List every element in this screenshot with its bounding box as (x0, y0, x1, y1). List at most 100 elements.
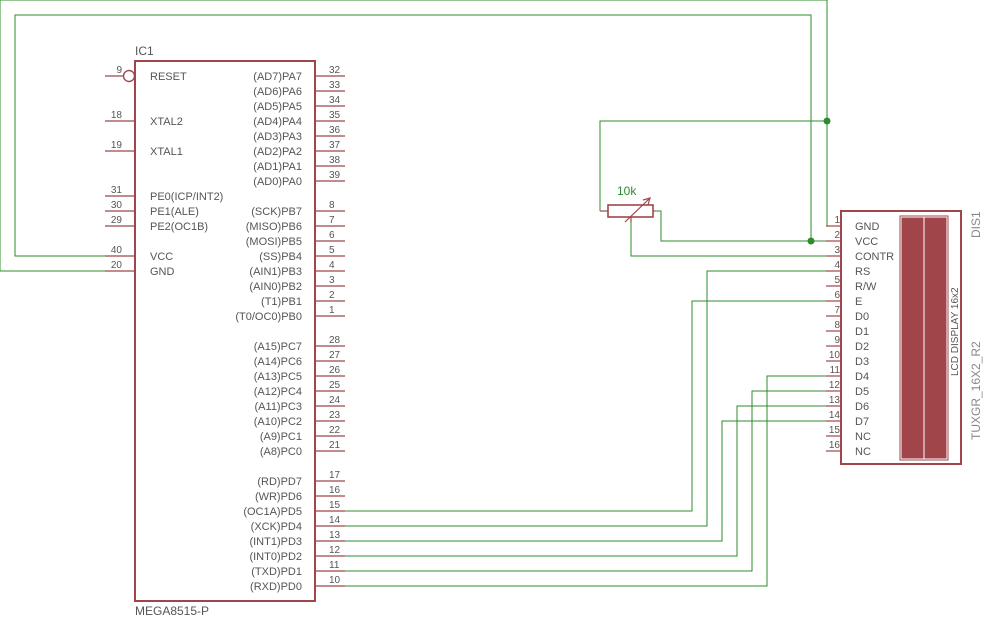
dis1-pin-number-4: 4 (834, 260, 840, 271)
dis1-pin-label-d1: D1 (855, 326, 869, 338)
pot-body (607, 204, 654, 218)
ic1-pin-label-a10-pc2: (A10)PC2 (254, 416, 302, 428)
ic1-pin-number-10: 10 (329, 575, 341, 586)
dis1-pin-label-contr: CONTR (855, 251, 894, 263)
ic1-pin-label-a9-pc1: (A9)PC1 (260, 431, 302, 443)
ic1-pin-number-31: 31 (111, 185, 123, 196)
ic1-pin-label-ain0-pb2: (AIN0)PB2 (249, 281, 302, 293)
ic1-pin-label-t0-oc0-pb0: (T0/OC0)PB0 (235, 311, 302, 323)
ic1-pin-number-9: 9 (116, 65, 122, 76)
dis1-pin-number-14: 14 (829, 410, 841, 421)
dis1-pin-number-2: 2 (834, 230, 840, 241)
dis1-pin-number-3: 3 (834, 245, 840, 256)
dis1-pin-label-e: E (855, 296, 862, 308)
dis1-pin-label-gnd: GND (855, 221, 880, 233)
ic1-pin-label-pe2-oc1b: PE2(OC1B) (150, 221, 208, 233)
dis1-value: TUXGR_16X2_R2 (969, 341, 983, 440)
lcd-bar-right (924, 217, 947, 459)
dis1-name: DIS1 (969, 211, 983, 238)
ic1-pin-label-ad4-pa4: (AD4)PA4 (253, 116, 302, 128)
ic1-right-pins: 32(AD7)PA733(AD6)PA634(AD5)PA535(AD4)PA4… (235, 65, 345, 593)
wire-gnd (0, 0, 828, 272)
lcd-bar-left (901, 217, 924, 459)
ic1-pin-label-ad6-pa6: (AD6)PA6 (253, 86, 302, 98)
ic1-pin-label-a11-pc3: (A11)PC3 (255, 401, 302, 413)
dis1-pin-label-d7: D7 (855, 416, 869, 428)
ic1-pin-number-37: 37 (329, 140, 341, 151)
ic1-pin-number-25: 25 (329, 380, 341, 391)
ic1-pin-number-18: 18 (111, 110, 123, 121)
ic1-pin-number-17: 17 (329, 470, 341, 481)
ic1-pin-number-2: 2 (329, 290, 335, 301)
ic1-pin-number-30: 30 (111, 200, 123, 211)
ic1-pin-label-txd-pd1: (TXD)PD1 (251, 566, 302, 578)
ic1-pin-number-27: 27 (329, 350, 341, 361)
dis1-pin-number-11: 11 (830, 365, 841, 376)
dis1-pin-label-nc: NC (855, 446, 871, 458)
ic1-pin-number-19: 19 (111, 140, 123, 151)
dis1-pin-label-d3: D3 (855, 356, 869, 368)
ic1-pin-label-a15-pc7: (A15)PC7 (254, 341, 302, 353)
ic1-pin-label-reset: RESET (150, 71, 187, 83)
dis1-pin-number-15: 15 (829, 425, 841, 436)
ic1-pin-label-ad7-pa7: (AD7)PA7 (253, 71, 302, 83)
ic1-pin-number-34: 34 (329, 95, 341, 106)
ic1-pin-number-24: 24 (329, 395, 341, 406)
dis1-pin-number-13: 13 (829, 395, 841, 406)
ic1-pin-label-ad0-pa0: (AD0)PA0 (253, 176, 302, 188)
ic1-pin-label-xck-pd4: (XCK)PD4 (251, 521, 302, 533)
ic1-pin-number-21: 21 (329, 440, 341, 451)
dis1-pin-label-d2: D2 (855, 341, 869, 353)
ic1-pin-number-32: 32 (329, 65, 341, 76)
ic1-pin-label-xtal1: XTAL1 (150, 146, 183, 158)
ic1-pin-label-a13-pc5: (A13)PC5 (254, 371, 302, 383)
ic1-name: IC1 (135, 44, 154, 58)
dis1-body (840, 210, 962, 465)
ic1-pin-label-sck-pb7: (SCK)PB7 (251, 206, 302, 218)
dis1-pin-number-8: 8 (834, 320, 840, 331)
wire-d4 (345, 375, 826, 587)
ic1-pin-label-rxd-pd0: (RXD)PD0 (250, 581, 302, 593)
ic1-pin-label-ad1-pa1: (AD1)PA1 (253, 161, 302, 173)
ic1-body (134, 60, 316, 602)
dis1-pin-label-d5: D5 (855, 386, 869, 398)
ic1-pin-number-35: 35 (329, 110, 341, 121)
junction-gnd (823, 117, 831, 125)
wire-d7 (345, 420, 826, 542)
ic1-pin-label-ad2-pa2: (AD2)PA2 (253, 146, 302, 158)
pot-arrow (624, 197, 651, 223)
lcd-inner-label: LCD DISPLAY 16x2 (950, 287, 961, 376)
ic1-pin-number-13: 13 (329, 530, 341, 541)
ic1-pin-label-a8-pc0: (A8)PC0 (260, 446, 302, 458)
dis1-pin-label-d4: D4 (855, 371, 869, 383)
ic1-pin-number-12: 12 (329, 545, 341, 556)
dis1-pin-number-6: 6 (834, 290, 840, 301)
ic1-pin-number-33: 33 (329, 80, 341, 91)
ic1-pin-label-rd-pd7: (RD)PD7 (257, 476, 302, 488)
ic1-pin-number-28: 28 (329, 335, 341, 346)
dis1-pin-label-d0: D0 (855, 311, 869, 323)
ic1-pin-number-15: 15 (329, 500, 341, 511)
pot-value: 10k (617, 184, 637, 198)
inversion-bubble (122, 69, 136, 83)
potentiometer: 10k (600, 184, 655, 223)
ic1-pin-number-3: 3 (329, 275, 335, 286)
ic1-pin-label-oc1a-pd5: (OC1A)PD5 (243, 506, 302, 518)
ic1-pin-label-a12-pc4: (A12)PC4 (254, 386, 302, 398)
wire-e (345, 300, 826, 512)
ic1-pin-number-4: 4 (329, 260, 335, 271)
ic1-pin-number-14: 14 (329, 515, 341, 526)
ic1-pin-label-pe0-icp-int2: PE0(ICP/INT2) (150, 191, 223, 203)
ic1-pin-number-26: 26 (329, 365, 341, 376)
ic1-pin-number-20: 20 (111, 260, 123, 271)
dis1-symbol: LCD DISPLAY 16x2 DIS1 TUXGR_16X2_R2 1GND… (826, 210, 983, 465)
ic1-pin-label-wr-pd6: (WR)PD6 (255, 491, 302, 503)
dis1-pin-number-7: 7 (834, 305, 840, 316)
pot-arrowhead (642, 197, 651, 206)
ic1-pin-label-ain1-pb3: (AIN1)PB3 (249, 266, 302, 278)
wire-contr (630, 218, 826, 257)
dis1-pin-label-nc: NC (855, 431, 871, 443)
ic1-pin-label-vcc: VCC (150, 251, 173, 263)
ic1-pin-label-int1-pd3: (INT1)PD3 (249, 536, 302, 548)
